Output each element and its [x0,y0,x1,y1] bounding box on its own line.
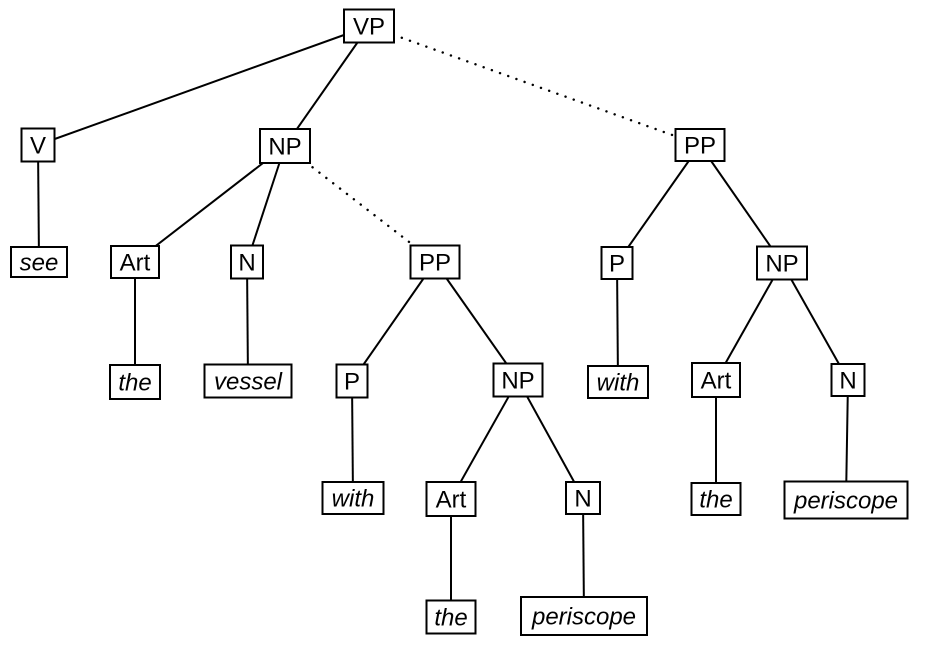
tree-node-see: see [10,246,68,278]
tree-node-label: V [30,133,46,160]
tree-node-pp2: PP [674,128,726,162]
tree-node-label: Art [120,250,151,277]
tree-node-label: vessel [214,369,283,396]
tree-edge-vp-v [37,25,370,146]
tree-node-box [690,482,742,516]
tree-node-box [10,246,68,278]
tree-node-np1: NP [259,128,311,164]
tree-node-box [425,599,477,635]
tree-edge-np2-n2 [781,262,849,381]
tree-node-label: N [574,486,591,513]
tree-edge-n1-ves [246,261,249,382]
tree-node-box [203,363,293,399]
tree-node-label: NP [765,251,798,278]
tree-node-label: periscope [793,488,898,515]
tree-node-label: see [20,250,59,277]
tree-node-n3: N [565,481,601,515]
tree-node-v: V [20,127,56,163]
tree-node-art2: Art [691,362,741,398]
tree-edge-np1-pp1 [283,144,437,264]
tree-edge-np3-n3 [517,379,584,499]
tree-node-box [425,481,477,517]
tree-node-the3: the [425,599,477,635]
tree-edge-pp2-np2 [699,144,783,264]
tree-node-the1: the [109,364,161,400]
tree-node-with2: with [587,365,649,399]
tree-node-pp1: PP [409,244,461,280]
tree-node-label: P [609,251,625,278]
tree-node-label: Art [436,487,467,514]
tree-edge-np1-art1 [134,145,286,263]
tree-edge-p2-with2 [616,262,619,383]
tree-node-p1: P [335,363,369,399]
tree-node-box [20,127,56,163]
tree-node-box [492,362,544,398]
tree-node-np2: NP [756,245,808,281]
tree-node-per1: periscope [520,596,648,636]
tree-node-vp: VP [343,8,395,44]
tree-node-label: the [434,605,467,632]
tree-node-box [691,362,741,398]
tree-node-label: the [699,487,732,514]
tree-node-p2: P [600,246,634,280]
tree-edge-n2-per2 [845,379,849,501]
tree-node-label: P [344,369,360,396]
tree-node-art1: Art [110,245,160,279]
tree-node-label: Art [701,368,732,395]
tree-node-box [259,128,311,164]
tree-node-np3: NP [492,362,544,398]
tree-node-label: NP [501,368,534,395]
tree-node-label: with [597,370,640,397]
tree-edge-np1-n1 [246,145,286,263]
tree-node-label: with [332,486,375,513]
tree-node-label: PP [419,250,451,277]
tree-edge-pp2-p2 [616,144,701,264]
tree-node-n1: N [230,244,264,280]
tree-node-box [230,244,264,280]
tree-node-box [110,245,160,279]
tree-node-box [409,244,461,280]
tree-edge-np2-art2 [715,262,783,381]
tree-edge-pp1-p1 [351,261,436,382]
tree-node-art3: Art [425,481,477,517]
tree-node-box [565,481,601,515]
tree-node-box [343,8,395,44]
tree-edges-layer [37,24,849,617]
tree-node-label: NP [268,134,301,161]
tree-node-box [321,481,385,515]
tree-node-box [520,596,648,636]
tree-node-label: the [118,370,151,397]
tree-edge-vp-pp2 [367,24,702,147]
tree-node-label: periscope [531,604,636,631]
tree-node-with1: with [321,481,385,515]
tree-edge-pp1-np3 [434,261,519,381]
tree-node-box [335,363,369,399]
tree-node-box [756,245,808,281]
tree-node-the2: the [690,482,742,516]
tree-edge-vp-np1 [284,25,370,147]
tree-node-per2: periscope [783,480,909,520]
tree-edge-np3-art3 [450,379,519,500]
tree-node-box [109,364,161,400]
tree-node-label: N [839,368,856,395]
tree-node-label: VP [353,14,385,41]
tree-node-label: N [238,250,255,277]
tree-node-box [830,363,866,397]
tree-node-box [600,246,634,280]
tree-node-ves: vessel [203,363,293,399]
tree-node-box [783,480,909,520]
tree-node-n2: N [830,363,866,397]
tree-edge-p1-with1 [351,380,354,499]
tree-node-box [587,365,649,399]
tree-node-label: PP [684,133,716,160]
tree-edge-v-see [37,144,40,263]
tree-node-box [674,128,726,162]
